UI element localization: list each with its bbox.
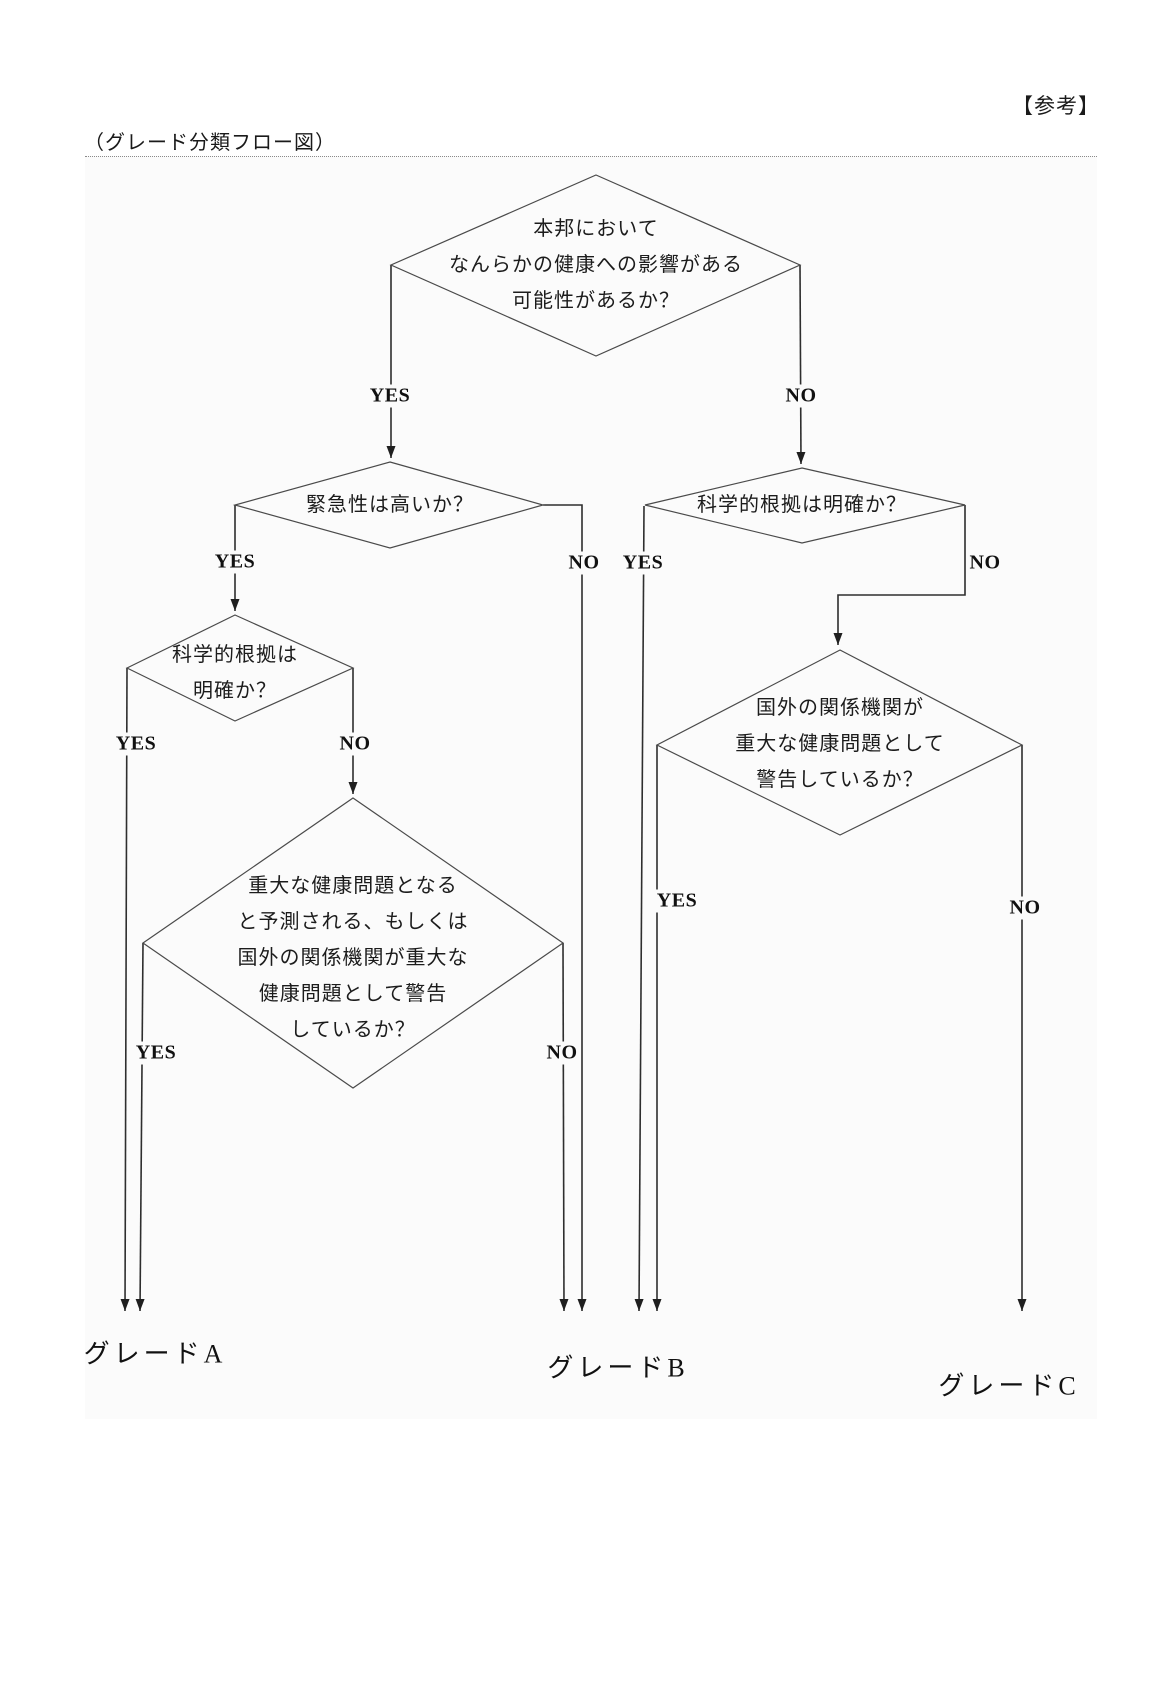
branch-serious-no: NO [543,1041,581,1065]
branch-evidence-right-yes: YES [619,551,667,575]
grade-b-label: グレードB [547,1353,689,1383]
node-urgency: 緊急性は高いか？ [306,494,474,516]
branch-root-yes: YES [366,384,414,408]
branch-foreign-yes: YES [653,889,701,913]
node-foreign-right: 国外の関係機関が 重大な健康問題として 警告しているか？ [735,697,945,791]
branch-urgency-no: NO [565,551,603,575]
grade-c-label: グレードC [938,1371,1080,1401]
branch-evidence-right-no: NO [966,551,1004,575]
node-root: 本邦において なんらかの健康への影響がある 可能性があるか？ [449,218,743,312]
branch-urgency-yes: YES [211,550,259,574]
reference-label: 【参考】 [1012,94,1100,118]
node-serious-left: 重大な健康問題となる と予測される、もしくは 国外の関係機関が重大な 健康問題と… [237,875,469,1041]
branch-evidence-left-no: NO [336,732,374,756]
branch-evidence-left-yes: YES [112,732,160,756]
figure-caption: （グレード分類フロー図） [84,132,336,154]
node-evidence-right: 科学的根拠は明確か？ [697,494,907,516]
grade-a-label: グレードA [83,1339,227,1369]
branch-foreign-no: NO [1006,896,1044,920]
branch-root-no: NO [782,384,820,408]
branch-serious-yes: YES [132,1041,180,1065]
flowchart-figure [85,156,1097,1419]
node-evidence-left: 科学的根拠は 明確か？ [172,644,298,702]
